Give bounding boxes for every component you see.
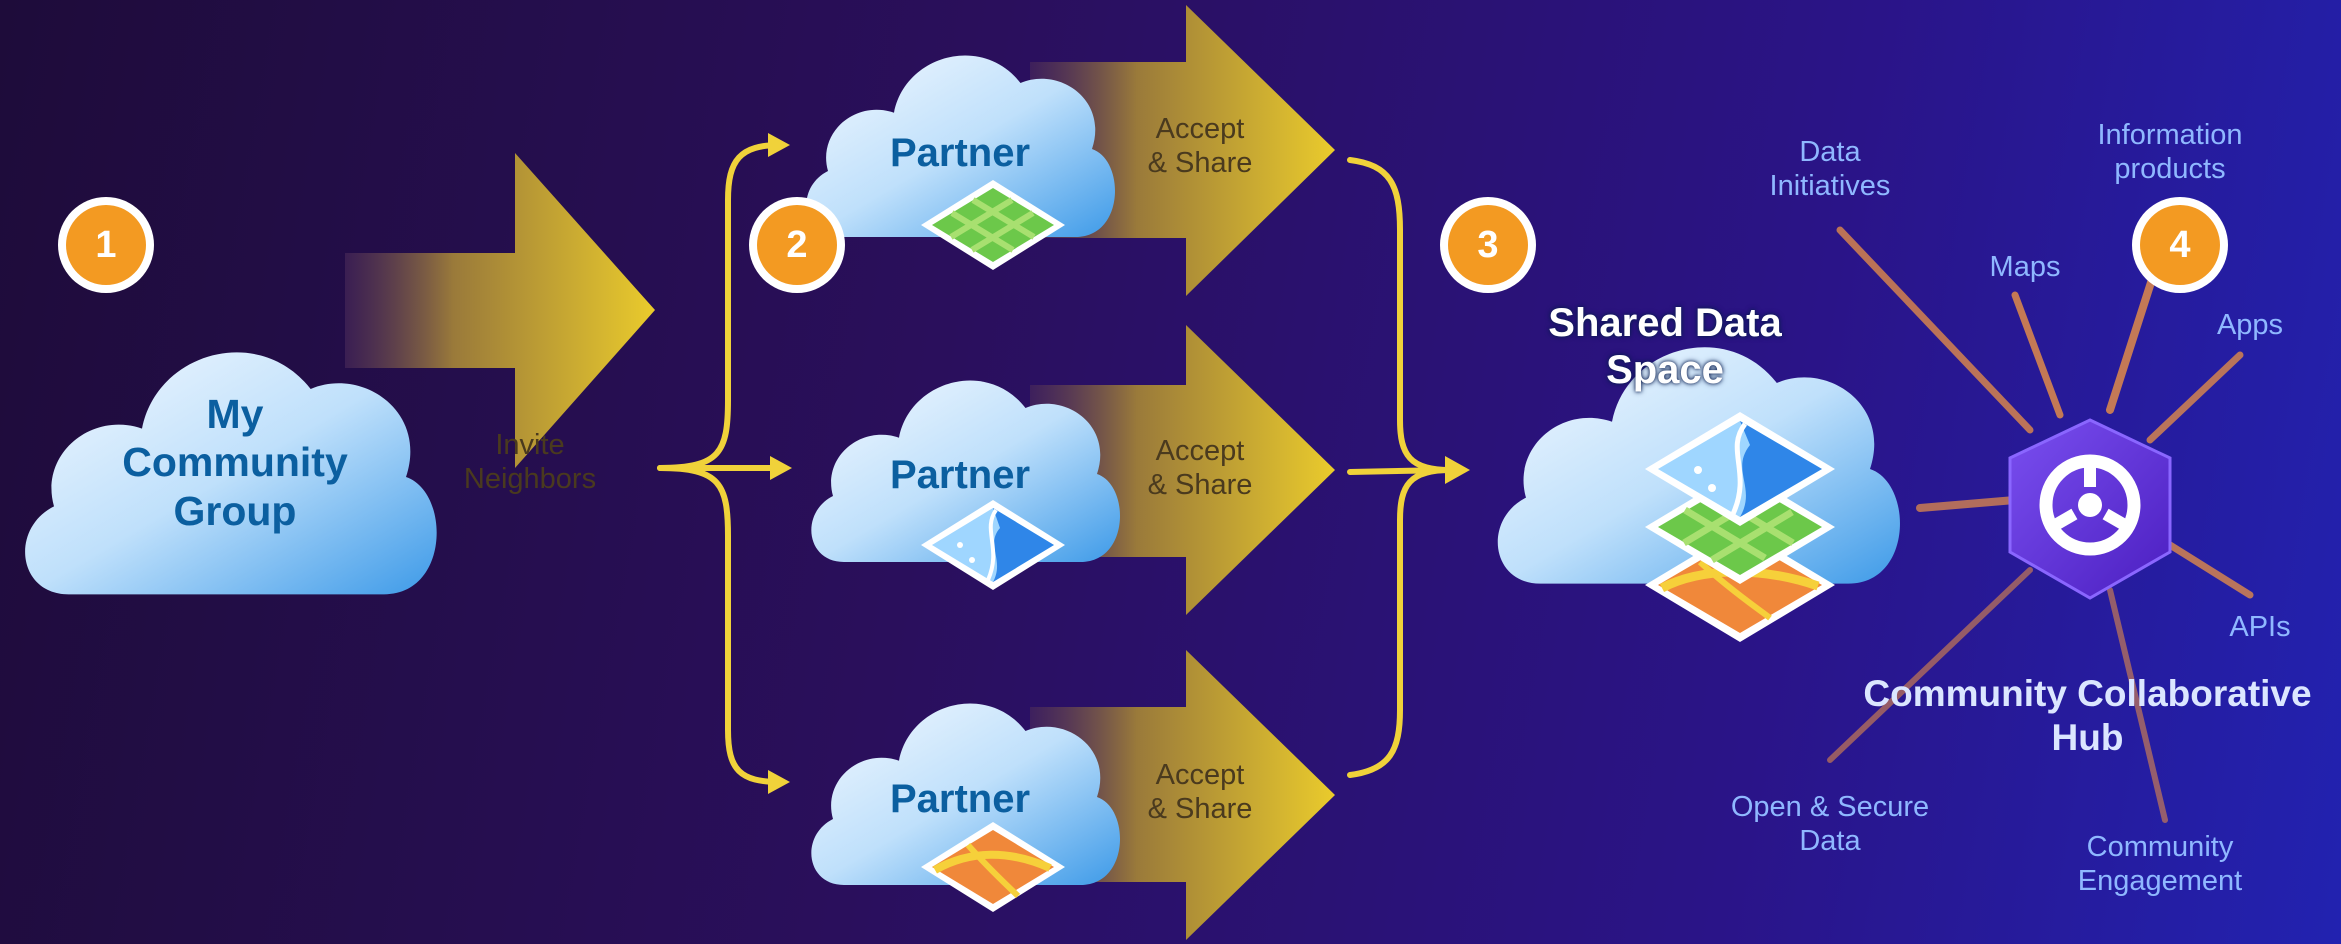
invite-neighbors-label: Invite Neighbors <box>463 429 597 496</box>
partner-title-1: Partner <box>889 131 1031 175</box>
accept-share-label-3: Accept & Share <box>1147 759 1253 826</box>
spoke-label-community-engagement[interactable]: Community Engagement <box>2077 831 2243 898</box>
step-number-1: 1 <box>95 224 117 266</box>
fan-in-connectors <box>1347 157 1453 778</box>
connector-arrowhead <box>770 456 792 480</box>
community-group-title: My Community Group <box>122 391 348 534</box>
spoke-label-information-products[interactable]: Information products <box>2097 119 2243 186</box>
fan-out-connectors <box>657 142 783 785</box>
hub-title: Community Collaborative Hub <box>1863 673 2312 758</box>
hub-hexagon-icon[interactable] <box>2008 418 2172 600</box>
spoke-label-maps[interactable]: Maps <box>1989 251 2061 283</box>
accept-share-label-1: Accept & Share <box>1147 113 1253 180</box>
step-badge-1 <box>58 197 154 293</box>
spoke-label-open-secure-data[interactable]: Open & Secure Data <box>1730 791 1930 858</box>
partner-title-2: Partner <box>889 453 1031 497</box>
green-grid-map-tile-icon <box>921 180 1065 270</box>
orange-roads-map-tile-icon <box>921 822 1065 912</box>
step-badge-3 <box>1440 197 1536 293</box>
spoke-label-data-initiatives[interactable]: Data Initiatives <box>1769 136 1891 203</box>
step-number-4: 4 <box>2169 224 2191 266</box>
connector-arrowhead <box>768 133 790 157</box>
connector-arrowhead <box>1445 456 1470 484</box>
step-number-3: 3 <box>1477 224 1499 266</box>
partner-title-3: Partner <box>889 777 1031 821</box>
shared-space-title: Shared Data Space <box>1548 301 1782 393</box>
connector-arrowhead <box>768 770 790 794</box>
step-badge-2 <box>749 197 845 293</box>
stacked-map-layers-icon <box>1645 412 1835 642</box>
step-number-2: 2 <box>786 224 808 266</box>
hub-spoke-rays <box>1827 226 2254 823</box>
spoke-label-apps[interactable]: Apps <box>2216 309 2284 341</box>
step-badge-4 <box>2132 197 2228 293</box>
accept-arrow-1 <box>1030 5 1335 296</box>
spoke-label-apis[interactable]: APIs <box>2229 611 2291 643</box>
accept-share-label-2: Accept & Share <box>1147 435 1253 502</box>
blue-water-map-tile-icon <box>921 500 1065 590</box>
invite-arrow <box>345 153 655 468</box>
